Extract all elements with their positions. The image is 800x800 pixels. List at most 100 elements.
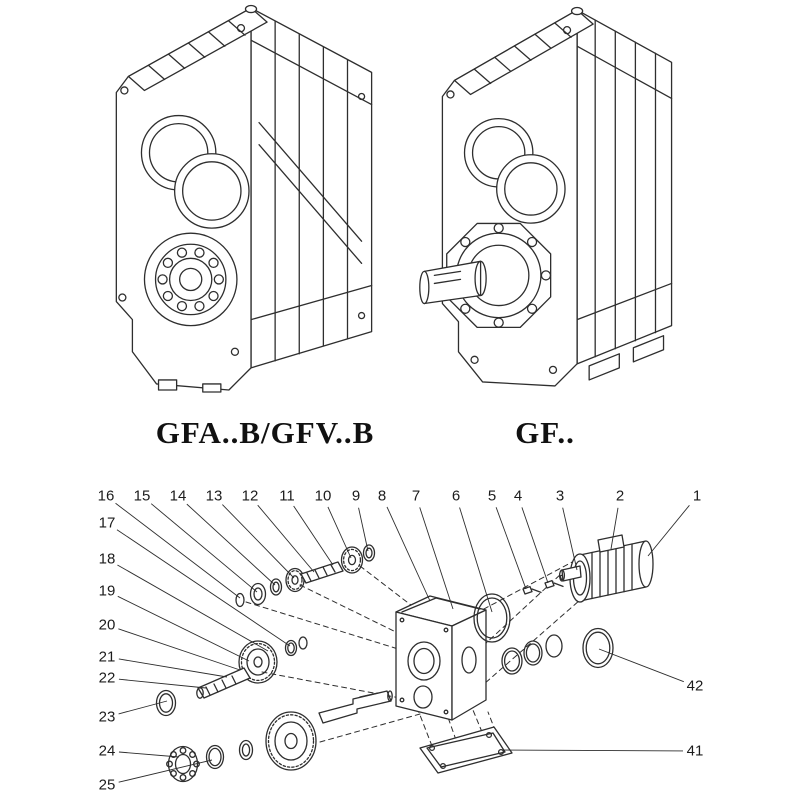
- part-number-22: 22: [99, 670, 116, 687]
- corner-bolt: [119, 294, 126, 301]
- gearbox-drawing-gfab: [108, 0, 390, 394]
- model-label-gf: GF..: [515, 415, 575, 450]
- part-number-5: 5: [488, 488, 496, 505]
- electric-motor: [560, 535, 653, 602]
- exploded-parts-diagram: 1615141312111098765432117181920212223242…: [98, 488, 704, 794]
- corner-bolt: [231, 348, 238, 355]
- leader-line-20: [118, 628, 241, 671]
- part-number-18: 18: [99, 551, 116, 568]
- housing-side-panel: [577, 10, 671, 364]
- mounting-foot: [203, 384, 221, 392]
- motor-shaft: [560, 566, 581, 581]
- leader-line-41: [502, 749, 684, 752]
- side-panel-ribs: [275, 21, 347, 361]
- part-number-25: 25: [99, 777, 116, 794]
- part-number-9: 9: [352, 488, 360, 505]
- output-ball-bearing: [167, 747, 200, 782]
- panel-bolt: [359, 313, 365, 319]
- circlip: [207, 746, 224, 769]
- mounting-foot: [589, 354, 619, 380]
- bearing-boss: [144, 233, 236, 325]
- part-number-21: 21: [99, 649, 116, 666]
- solid-output-shaft: [420, 261, 486, 303]
- part-number-20: 20: [99, 617, 116, 634]
- leader-line-6: [459, 507, 493, 613]
- retaining-ring: [286, 641, 297, 656]
- oil-plug: [572, 8, 583, 15]
- corner-bolt: [447, 91, 454, 98]
- leader-line-2: [610, 507, 619, 550]
- small-ball-bearing: [251, 584, 266, 605]
- part-number-6: 6: [452, 488, 460, 505]
- roof-band: [454, 10, 593, 94]
- corner-bolt: [237, 25, 244, 32]
- leader-line-19: [117, 595, 250, 662]
- leader-line-10: [327, 506, 352, 559]
- side-panel-brace: [259, 123, 362, 264]
- mounting-foot: [633, 336, 663, 362]
- part-number-16: 16: [98, 488, 115, 505]
- motor-fan-cover: [639, 541, 653, 587]
- model-label-gfab: GFA..B/GFV..B: [155, 415, 375, 450]
- seal-ring: [502, 648, 522, 674]
- part-number-17: 17: [99, 515, 116, 532]
- input-shaft: [301, 562, 343, 583]
- part-number-12: 12: [242, 488, 259, 505]
- motor-fins: [592, 544, 632, 599]
- leader-line-22: [118, 678, 207, 689]
- seal-ring: [524, 641, 542, 665]
- roof-ribs: [148, 21, 244, 79]
- side-panel-bands: [251, 40, 372, 319]
- flange-ring: [583, 629, 613, 668]
- part-number-7: 7: [412, 488, 420, 505]
- roof-band: [128, 8, 267, 90]
- leader-line-3: [562, 507, 578, 571]
- part-number-41: 41: [687, 743, 704, 760]
- side-panel-bands: [577, 46, 671, 319]
- spacer-washer: [299, 637, 307, 649]
- leader-line-8: [386, 506, 431, 602]
- part-number-14: 14: [170, 488, 187, 505]
- leader-line-24: [118, 751, 180, 758]
- corner-bolt: [121, 87, 128, 94]
- leader-line-11: [293, 505, 334, 566]
- output-flange: [447, 223, 551, 327]
- spacer-ring: [271, 579, 282, 595]
- corner-bolt: [564, 27, 571, 34]
- gearbox-drawing-gf: [418, 2, 700, 394]
- leader-line-42: [598, 648, 684, 683]
- mounting-bolt: [545, 581, 563, 588]
- leader-line-25: [118, 759, 213, 783]
- leader-line-21: [118, 658, 228, 678]
- leader-line-18: [117, 564, 269, 652]
- leader-line-7: [419, 507, 454, 610]
- intermediate-gear: [239, 641, 277, 683]
- thrust-washer: [240, 741, 253, 760]
- leader-line-17: [116, 529, 291, 647]
- leader-line-1: [647, 505, 690, 557]
- gearbox-housing: [396, 596, 486, 720]
- part-number-8: 8: [378, 488, 386, 505]
- mounting-foot: [159, 380, 177, 390]
- panel-bolt: [359, 93, 365, 99]
- part-number-13: 13: [206, 488, 223, 505]
- part-number-15: 15: [134, 488, 151, 505]
- hollow-output-bore: [175, 154, 249, 228]
- corner-bolt: [471, 356, 478, 363]
- roof-ribs: [475, 23, 571, 83]
- leader-line-14: [186, 503, 276, 586]
- gasket-ring: [474, 594, 510, 642]
- intermediate-gear-set: [157, 637, 308, 716]
- leader-line-4: [521, 507, 549, 584]
- leader-line-13: [222, 504, 295, 579]
- leader-line-16: [115, 502, 241, 599]
- part-number-4: 4: [514, 488, 522, 505]
- part-number-23: 23: [99, 709, 116, 726]
- drive-gear: [342, 547, 363, 573]
- side-panel-ribs: [595, 20, 655, 357]
- leader-line-23: [118, 700, 168, 715]
- intermediate-shaft: [197, 668, 250, 698]
- leader-line-9: [358, 507, 369, 552]
- corner-bolt: [549, 366, 556, 373]
